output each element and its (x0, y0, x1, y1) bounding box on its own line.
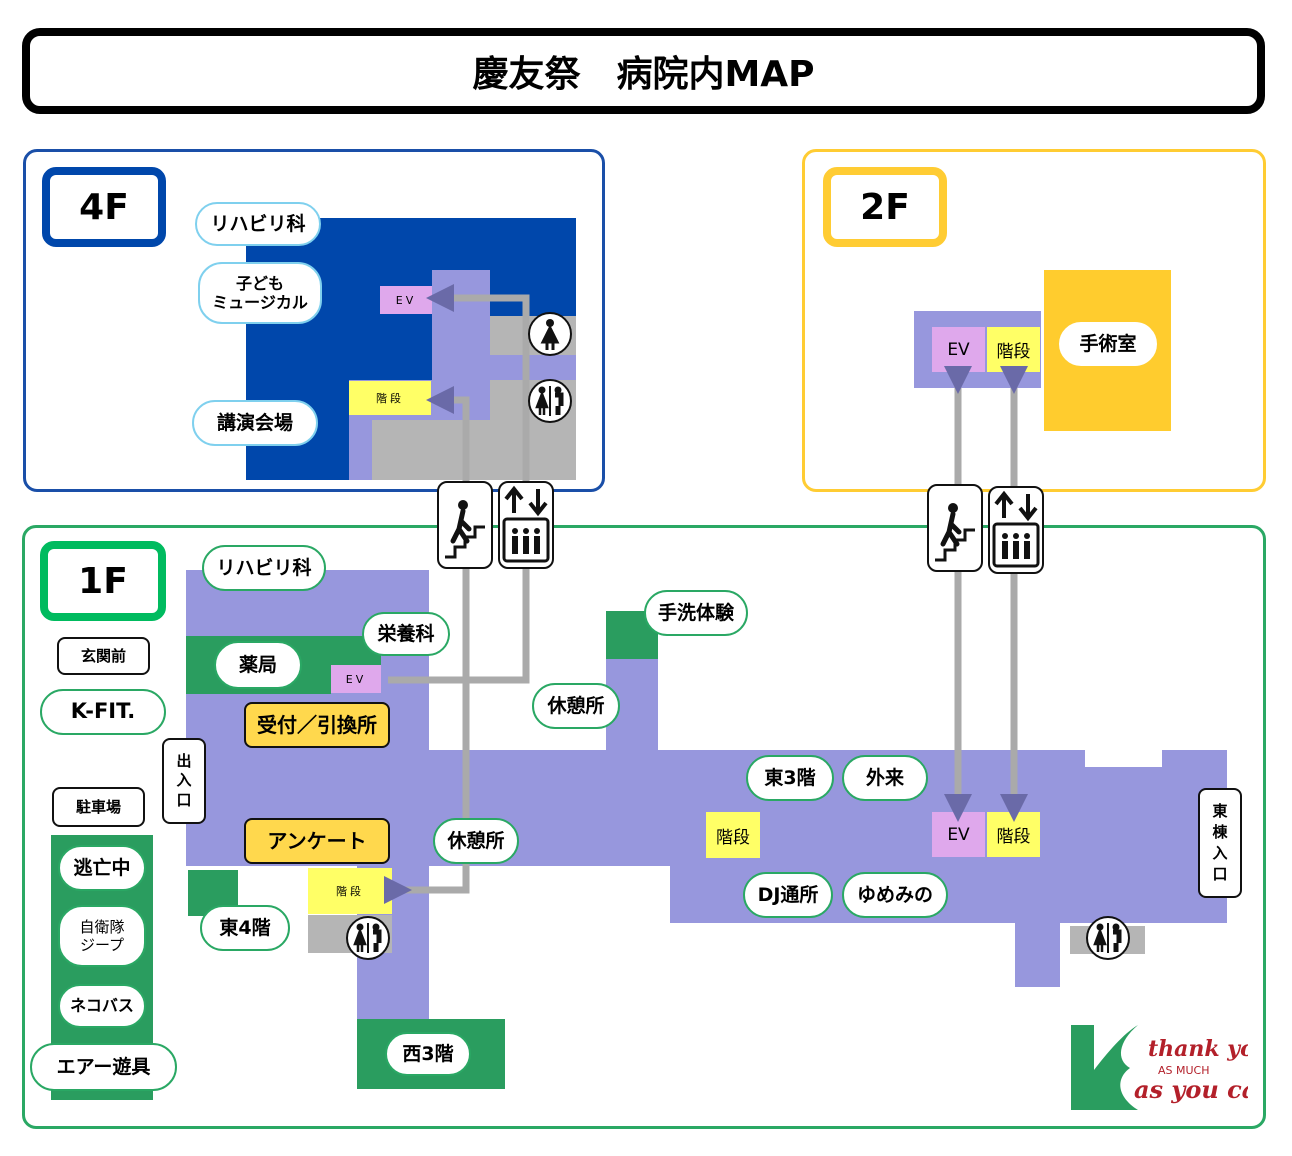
floor2-stairs: 階段 (987, 327, 1040, 372)
room-rehab-1f: リハビリ科 (202, 545, 326, 591)
room-rest-area: 休憩所 (433, 818, 519, 864)
room-handwash: 手洗体験 (644, 590, 748, 636)
floor1-stairs-east: 階段 (987, 812, 1040, 857)
floor2-ev: EV (932, 327, 985, 372)
page-title: 慶友祭 病院内MAP (22, 28, 1265, 114)
svg-text:thank you: thank you (1148, 1036, 1248, 1062)
toilet-icon (1086, 916, 1130, 960)
elevator-icon (498, 481, 554, 569)
floor-4-label: 4F (42, 167, 166, 247)
room-nutrition: 栄養科 (362, 612, 450, 656)
room-rehab-4f: リハビリ科 (195, 202, 321, 246)
floor4-corridor (490, 355, 576, 380)
stairs-icon (927, 484, 983, 572)
booth-jeep: 自衛隊 ジープ (58, 905, 146, 967)
room-kids-musical: 子ども ミュージカル (198, 262, 322, 324)
elevator-icon (988, 486, 1044, 574)
booth-nekobus: ネコバス (58, 984, 146, 1028)
notch (1085, 748, 1162, 767)
room-outpatient: 外来 (842, 755, 928, 801)
room-rest-area: 休憩所 (532, 683, 620, 729)
floor-2-label: 2F (823, 167, 947, 247)
floor1-stairs-west: 階段 (308, 868, 392, 914)
booth-survey: アンケート (244, 818, 390, 864)
room-operating: 手術室 (1057, 320, 1159, 368)
room-yumemino: ゆめみの (842, 872, 948, 918)
floor1-corridor (1015, 922, 1060, 987)
toilet-women-icon (528, 312, 572, 356)
floor-1-frame (22, 525, 1266, 1129)
booth-escape: 逃亡中 (58, 845, 146, 891)
label-parking: 駐車場 (52, 787, 145, 827)
floor1-stairs-middle: 階段 (706, 812, 760, 858)
room-dj: DJ通所 (743, 872, 833, 918)
keiyu-logo: thank you AS MUCH as you can! (1071, 1025, 1248, 1110)
booth-kfit: K-FIT. (40, 689, 166, 735)
stairs-route-west (384, 386, 470, 904)
toilet-icon (346, 916, 390, 960)
floor4-ev: EV (380, 286, 432, 314)
room-east4: 東4階 (200, 905, 290, 951)
floor-1-label: 1F (40, 541, 166, 621)
svg-text:AS MUCH: AS MUCH (1158, 1064, 1210, 1077)
room-east3: 東3階 (746, 755, 834, 801)
svg-text:as you can!: as you can! (1134, 1075, 1248, 1104)
booth-reception: 受付／引換所 (244, 702, 390, 748)
room-lecture-hall: 講演会場 (192, 400, 318, 446)
entrance-main: 出 入 口 (162, 738, 206, 824)
floor-4-frame (23, 149, 605, 492)
booth-air-play: エアー遊具 (30, 1043, 177, 1091)
label-entrance-front: 玄関前 (57, 637, 150, 675)
entrance-east-wing: 東 棟 入 口 (1198, 788, 1242, 898)
toilet-icon (528, 379, 572, 423)
stairs-icon (437, 481, 493, 569)
floor1-ev-west: EV (331, 665, 381, 693)
room-west3: 西3階 (385, 1032, 471, 1076)
room-pharmacy: 薬局 (214, 641, 302, 689)
